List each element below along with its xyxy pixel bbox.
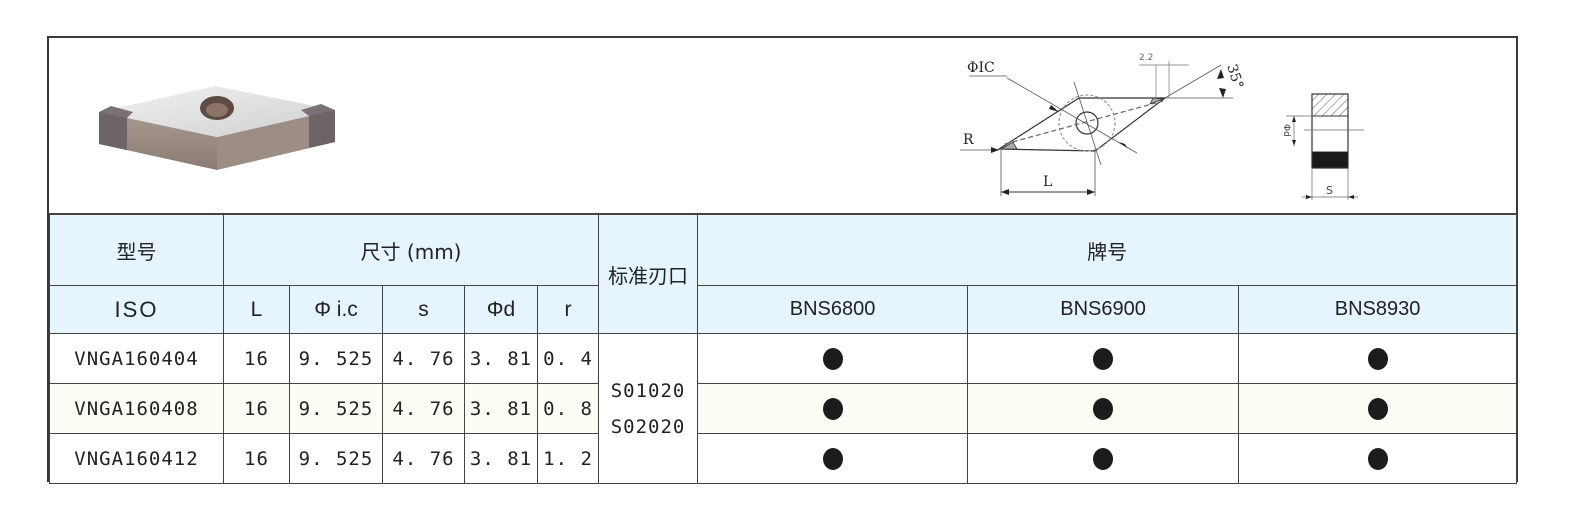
- header-model: 型号: [49, 214, 224, 286]
- header-iso: ISO: [49, 285, 224, 334]
- cell-d: 3. 81: [464, 333, 538, 384]
- ic-label: ΦIC: [967, 60, 995, 76]
- cell-iso: VNGA160408: [49, 383, 224, 434]
- cell-grade-bns6800: [697, 433, 969, 484]
- spec-table: 型号 尺寸 (mm) 标准刃口 牌号 ISO L Φ i.c s Φd r BN…: [49, 214, 1518, 484]
- header-row-1: 型号 尺寸 (mm) 标准刃口 牌号: [49, 214, 1518, 334]
- header-ic: Φ i.c: [289, 285, 383, 334]
- insert-photo: [99, 86, 335, 170]
- svg-text:R: R: [963, 132, 974, 148]
- spec-sheet-frame: ΦIC R L 2.2 35°: [47, 36, 1518, 484]
- header-d: Φd: [464, 285, 538, 334]
- cell-grade-bns8930: [1238, 433, 1518, 484]
- cell-grade-bns6800: [697, 333, 969, 384]
- cell-d: 3. 81: [464, 433, 538, 484]
- header-s: s: [382, 285, 465, 334]
- svg-text:35°: 35°: [1223, 62, 1246, 91]
- svg-text:S: S: [1326, 184, 1333, 197]
- cell-iso: VNGA160412: [49, 433, 224, 484]
- available-dot-icon: [1093, 447, 1114, 470]
- header-grade-bns6900: BNS6900: [967, 285, 1240, 334]
- header-grade: 牌号: [697, 214, 1518, 286]
- svg-text:2.2: 2.2: [1139, 53, 1153, 63]
- table-row: VNGA160408 16 9. 525 4. 76 3. 81 0. 8: [49, 383, 1518, 434]
- figure-area: ΦIC R L 2.2 35°: [49, 38, 1516, 214]
- header-L: L: [223, 285, 290, 334]
- header-row-2: ISO L Φ i.c s Φd r BNS6800 BNS6900 BNS89…: [49, 285, 1518, 334]
- cell-r: 1. 2: [536, 433, 600, 484]
- svg-text:L: L: [1043, 174, 1052, 190]
- edge-type-2: S02020: [610, 415, 686, 438]
- cell-grade-bns6900: [967, 433, 1240, 484]
- cell-ic: 9. 525: [289, 383, 383, 434]
- cell-grade-bns6900: [967, 383, 1240, 434]
- cell-s: 4. 76: [382, 433, 465, 484]
- cell-grade-bns8930: [1238, 333, 1518, 384]
- cell-s: 4. 76: [382, 383, 465, 434]
- cell-iso: VNGA160404: [49, 333, 224, 384]
- header-edge: 标准刃口: [598, 214, 699, 334]
- available-dot-icon: [1367, 347, 1388, 370]
- cell-s: 4. 76: [382, 333, 465, 384]
- header-grade-bns6800: BNS6800: [697, 285, 969, 334]
- available-dot-icon: [1093, 347, 1114, 370]
- table-row: VNGA160412 16 9. 525 4. 76 3. 81 1. 2: [49, 433, 1518, 484]
- insert-geometry-diagram: ΦIC R L 2.2 35°: [960, 53, 1246, 196]
- header-dimensions: 尺寸 (mm): [222, 214, 600, 286]
- table-row: VNGA160404 16 9. 525 4. 76 3. 81 0. 4 S0…: [49, 333, 1518, 484]
- cell-edge-types: S01020 S02020: [598, 333, 699, 484]
- available-dot-icon: [822, 347, 843, 370]
- edge-type-1: S01020: [610, 379, 686, 402]
- cell-L: 16: [223, 383, 290, 434]
- cell-L: 16: [223, 433, 290, 484]
- svg-text:Φd: Φd: [1281, 124, 1291, 137]
- available-dot-icon: [822, 397, 843, 420]
- insert-section-diagram: Φd S: [1281, 93, 1364, 200]
- available-dot-icon: [822, 447, 843, 470]
- cell-grade-bns8930: [1238, 383, 1518, 434]
- cell-grade-bns6900: [967, 333, 1240, 384]
- cell-grade-bns6800: [697, 383, 969, 434]
- available-dot-icon: [1367, 397, 1388, 420]
- cell-L: 16: [223, 333, 290, 384]
- available-dot-icon: [1367, 447, 1388, 470]
- cell-ic: 9. 525: [289, 433, 383, 484]
- cell-d: 3. 81: [464, 383, 538, 434]
- cell-r: 0. 8: [536, 383, 600, 434]
- header-grade-bns8930: BNS8930: [1238, 285, 1518, 334]
- cell-r: 0. 4: [536, 333, 600, 384]
- header-r: r: [536, 285, 600, 334]
- available-dot-icon: [1093, 397, 1114, 420]
- cell-ic: 9. 525: [289, 333, 383, 384]
